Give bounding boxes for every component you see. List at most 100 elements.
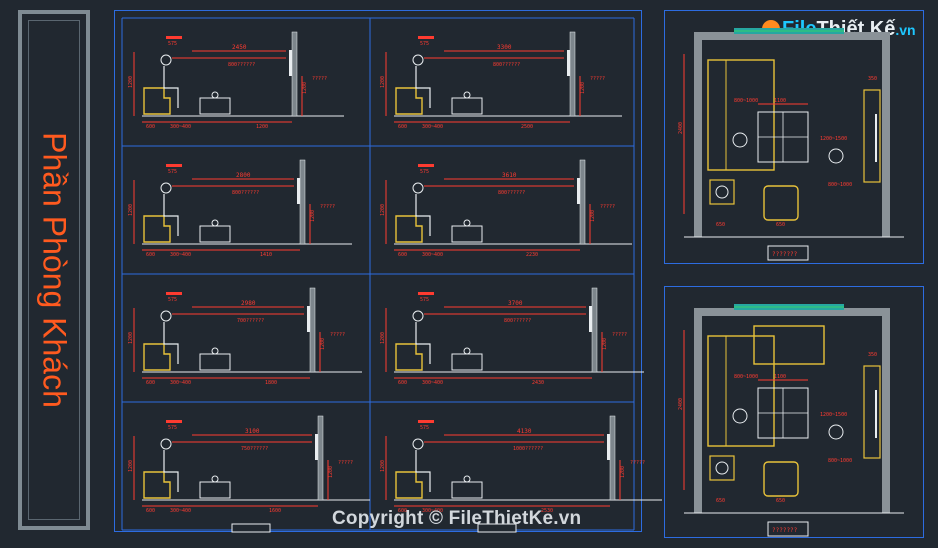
elevation-tag xyxy=(231,523,271,533)
tv-height-text: 1200 xyxy=(620,466,626,478)
small-dim-text: 650 xyxy=(716,498,725,504)
plan-frame-bottom xyxy=(664,286,924,538)
top-marker xyxy=(166,292,182,295)
person-body xyxy=(163,322,179,364)
rug-dim-text: 1100 xyxy=(774,374,786,380)
table-vase xyxy=(463,219,471,227)
side-dim-text: 800~1000 xyxy=(734,98,758,104)
tv-panel xyxy=(607,434,610,460)
top-dim-text: 575 xyxy=(420,297,429,303)
seat-dim-text: 600 xyxy=(398,252,407,258)
plan-armchair xyxy=(763,185,799,221)
person-body xyxy=(163,450,179,492)
table-dim-text: 300~400 xyxy=(422,380,443,386)
tv-panel xyxy=(307,306,310,332)
plan-person xyxy=(732,132,748,148)
height-dim-text: 1200 xyxy=(128,332,134,344)
tv-height-text: 1200 xyxy=(580,82,586,94)
left-dim-text: 2230 xyxy=(526,252,538,258)
person-body xyxy=(415,322,431,364)
tv-label: ????? xyxy=(312,76,327,82)
table-dim-text: 300~400 xyxy=(170,380,191,386)
side-dim-text: 800~1000 xyxy=(734,374,758,380)
sofa xyxy=(395,343,423,371)
top-marker xyxy=(418,164,434,167)
table-dim-text: 300~400 xyxy=(170,124,191,130)
person-body xyxy=(415,194,431,236)
person-head xyxy=(160,54,172,66)
plan-lamp xyxy=(715,185,729,199)
span-dim-text: 2400 xyxy=(678,122,684,134)
coffee-table xyxy=(451,97,483,115)
sofa xyxy=(395,87,423,115)
sight-label: 750?????? xyxy=(241,446,268,452)
tv-height-text: 1200 xyxy=(320,338,326,350)
table-vase xyxy=(211,475,219,483)
plan-person xyxy=(732,408,748,424)
seat-dim-text: 600 xyxy=(146,380,155,386)
plan-wall-left xyxy=(694,32,702,237)
seat-dim-text: 600 xyxy=(146,252,155,258)
top-marker xyxy=(166,164,182,167)
plan-sofa xyxy=(707,335,775,447)
height-dim-text: 1200 xyxy=(128,76,134,88)
table-dim-text: 300~400 xyxy=(422,252,443,258)
left-dim-text: 1800 xyxy=(265,380,277,386)
plan-wall-top xyxy=(694,32,890,40)
dist-dim-text: 1200~1500 xyxy=(820,136,847,142)
sofa xyxy=(395,471,423,499)
sight-label: 800?????? xyxy=(228,62,255,68)
left-dim-text: 2530 xyxy=(541,508,553,514)
plan-lamp xyxy=(715,461,729,475)
seat-dim-text: 600 xyxy=(398,508,407,514)
height-dim-text: 1200 xyxy=(128,204,134,216)
table-vase xyxy=(463,347,471,355)
sofa xyxy=(143,343,171,371)
top-dim-text: 575 xyxy=(420,425,429,431)
tv-label: ????? xyxy=(630,460,645,466)
logo-suffix: .vn xyxy=(895,22,916,38)
tv-panel xyxy=(589,306,592,332)
wall xyxy=(309,287,316,373)
table-vase xyxy=(211,219,219,227)
title-panel-inner xyxy=(28,20,80,520)
table-dim-text: 300~400 xyxy=(422,124,443,130)
plan-person xyxy=(828,424,844,440)
person-body xyxy=(163,194,179,236)
sofa xyxy=(395,215,423,243)
tv-panel xyxy=(577,178,580,204)
person-head xyxy=(160,310,172,322)
tv-height-text: 1200 xyxy=(328,466,334,478)
plan-wall-right xyxy=(882,308,890,513)
wall xyxy=(591,287,598,373)
table-dim-text: 300~400 xyxy=(422,508,443,514)
left-dim-text: 1200 xyxy=(256,124,268,130)
coffee-table xyxy=(199,353,231,371)
width-dim-text: 2800 xyxy=(236,172,251,179)
sight-label: 800?????? xyxy=(498,190,525,196)
elevations-frame xyxy=(114,10,642,532)
person-head xyxy=(412,310,424,322)
width-dim-text: 3610 xyxy=(502,172,517,179)
top-marker xyxy=(166,36,182,39)
tv-label: ????? xyxy=(612,332,627,338)
plan-tag-text: ??????? xyxy=(772,527,798,534)
height-dim-text: 1200 xyxy=(380,76,386,88)
plan-sofa xyxy=(707,59,775,171)
width-dim-text: 3700 xyxy=(508,300,523,307)
plan-armchair xyxy=(763,461,799,497)
copyright-watermark: Copyright © FileThietKe.vn xyxy=(332,508,582,529)
height-dim-text: 1200 xyxy=(380,460,386,472)
wall xyxy=(299,159,306,245)
left-dim-text: 1410 xyxy=(260,252,272,258)
tv-panel xyxy=(315,434,318,460)
seat-dim-text: 600 xyxy=(398,124,407,130)
tv-panel xyxy=(567,50,570,76)
tv-height-text: 1200 xyxy=(302,82,308,94)
tv-height-text: 1200 xyxy=(310,210,316,222)
top-dim-text: 575 xyxy=(168,169,177,175)
